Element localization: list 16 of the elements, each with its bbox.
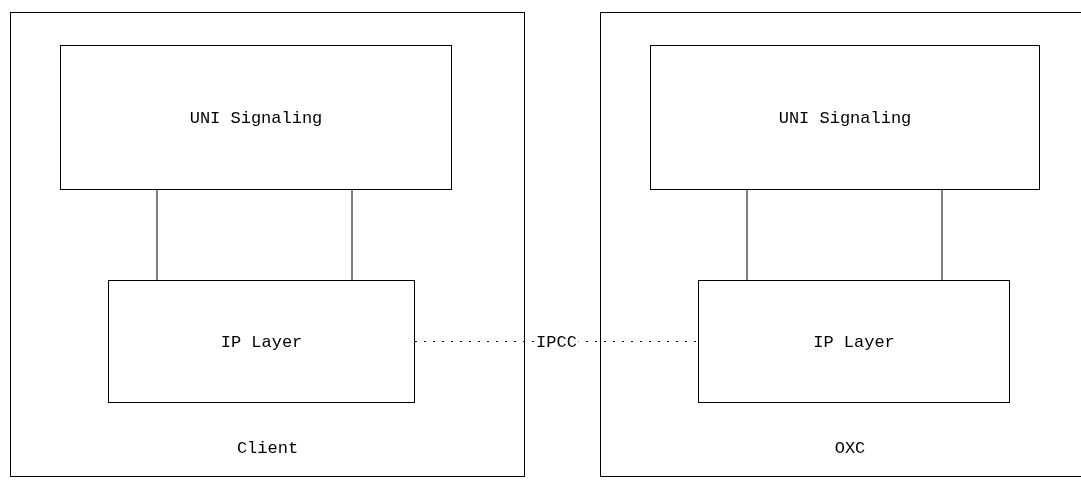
node-label: IP Layer — [219, 332, 304, 351]
connector-line — [746, 189, 748, 281]
node-label: UNI Signaling — [777, 108, 913, 127]
signaling-box — [650, 45, 1040, 190]
node-label: Client — [235, 439, 300, 458]
layer-box — [108, 280, 415, 403]
device-box — [10, 12, 525, 477]
connector-line — [351, 189, 353, 281]
connector-line — [156, 189, 158, 281]
device-box — [600, 12, 1081, 477]
node-label: IP Layer — [812, 332, 896, 351]
signaling-box — [60, 45, 452, 190]
node-label: OXC — [833, 439, 867, 458]
node-label: UNI Signaling — [188, 108, 324, 127]
connector-line — [941, 189, 943, 281]
layer-box — [698, 280, 1010, 403]
